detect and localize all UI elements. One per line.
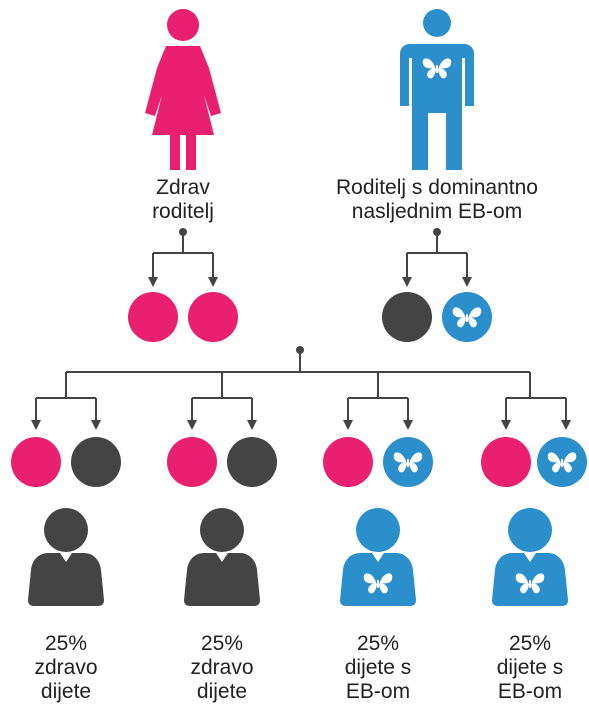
- child4-gene-healthy: [481, 437, 531, 487]
- child2-gene-dark: [227, 437, 277, 487]
- offspring-branch-lines: [31, 346, 571, 430]
- child2-gene-healthy: [167, 437, 217, 487]
- child-4-label: 25% dijete s EB-om: [496, 632, 564, 703]
- child-2-label: 25% zdravo dijete: [190, 632, 254, 703]
- child3-gene-healthy: [323, 437, 373, 487]
- parent-branch-lines: [148, 228, 472, 287]
- affected-parent-label: Roditelj s dominantno nasljednim EB-om: [336, 176, 538, 223]
- child1-gene-healthy: [11, 437, 61, 487]
- gene-healthy-1: [128, 292, 178, 342]
- child-1-label: 25% zdravo dijete: [34, 632, 98, 703]
- child-3-label: 25% dijete s EB-om: [344, 632, 412, 703]
- gene-butterfly: [442, 292, 492, 342]
- gene-dark: [382, 292, 432, 342]
- child4-gene-butterfly: [537, 437, 587, 487]
- child3-gene-butterfly: [383, 437, 433, 487]
- female-parent-icon: [145, 9, 221, 170]
- child-figure-3-icon: [340, 508, 416, 606]
- gene-healthy-2: [188, 292, 238, 342]
- male-parent-icon: [400, 9, 474, 170]
- child-figure-1-icon: [28, 508, 104, 606]
- healthy-parent-label: Zdrav roditelj: [152, 176, 214, 223]
- child-figure-2-icon: [184, 508, 260, 606]
- child-figure-4-icon: [492, 508, 568, 606]
- child1-gene-dark: [71, 437, 121, 487]
